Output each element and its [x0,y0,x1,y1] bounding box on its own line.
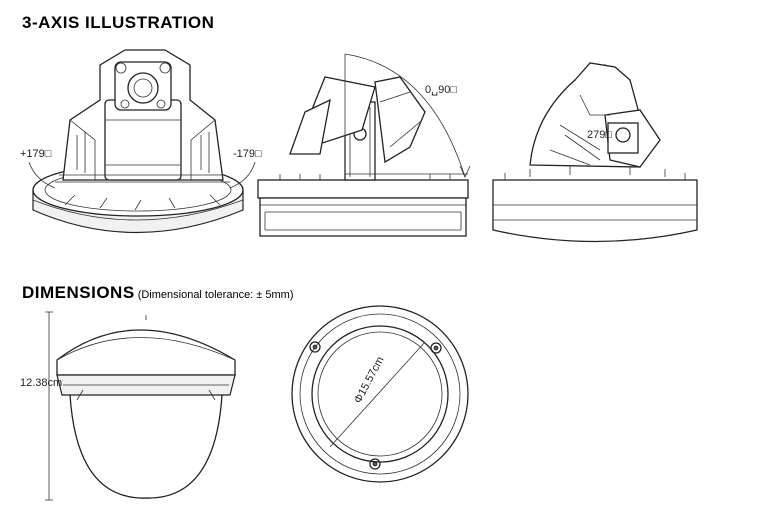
pan-minus-label: -179□ [233,148,262,160]
rotate-label: 279□ [587,129,612,141]
tolerance-note: (Dimensional tolerance: ± 5mm) [137,289,294,301]
profile-body [56,315,236,499]
rotate-gimbal [529,62,661,168]
rotate-figure: 279□ [492,62,698,243]
pan-plus-label: +179□ [20,148,52,160]
height-label: 12.38cm [20,377,62,389]
section-title-dimensions: DIMENSIONS(Dimensional tolerance: ± 5mm) [22,283,294,303]
side-profile-figure: 12.38cm [20,311,236,501]
pan-figure: +179□ -179□ [20,49,262,233]
tilt-label: 0␣90□ [425,84,457,96]
camera-gimbal [55,49,230,211]
tilt-base [257,174,469,237]
screw-holes [309,341,442,470]
tilt-figure: 0␣90□ [257,53,471,237]
dimensions-title: DIMENSIONS [22,283,135,302]
rotate-base [492,165,698,243]
top-ring [291,305,469,483]
top-view-figure: Φ15.57cm [291,305,469,483]
tilt-bracket [289,76,426,181]
section-title-3-axis: 3-AXIS ILLUSTRATION [22,13,215,32]
